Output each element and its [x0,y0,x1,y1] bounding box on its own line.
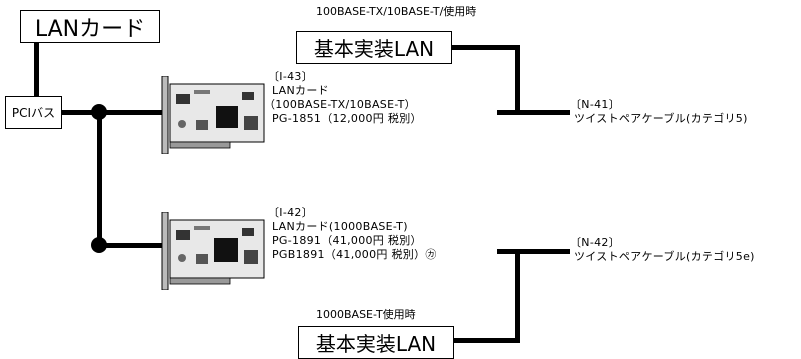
connector-stdlan-bottom-vertical [515,249,520,343]
connector-stdlan-bottom-horizontal [454,338,520,343]
cable41-name: ツイストペアケーブル(カテゴリ5) [574,112,748,125]
stdlan-bottom-note: 1000BASE-T使用時 [316,308,416,321]
lan-card-image-42 [161,212,265,290]
connector-bus-to-card42 [97,243,164,248]
card43-spec: （100BASE-TX/10BASE-T） [264,98,416,111]
cable42-name: ツイストペアケーブル(カテゴリ5e) [574,250,755,263]
connector-bus-vertical [97,110,102,246]
connector-top-box-to-bus [34,43,39,96]
stdlan-bottom-box: 基本実装LAN [298,326,454,359]
connector-stdlan-top-vertical [515,45,520,115]
cable41-code: 〔N-41〕 [570,98,620,111]
cable42-code: 〔N-42〕 [570,236,620,249]
lan-card-image-43 [161,76,265,154]
pci-bus-box: PCIバス [5,96,62,129]
lan-card-box: LANカード [20,10,160,43]
connector-card43-to-cable41 [497,110,570,115]
stdlan-top-label: 基本実装LAN [313,37,435,61]
pci-bus-box-label: PCIバス [11,106,56,120]
connector-card42-to-cable42 [497,249,570,254]
stdlan-bottom-label: 基本実装LAN [315,332,437,356]
lan-card-box-label: LANカード [34,16,146,42]
stdlan-top-note: 100BASE-TX/10BASE-T/使用時 [316,5,477,18]
junction-dot-lower [91,237,107,253]
card42-model2: PGB1891（41,000円 税別）㋕ [272,248,437,261]
junction-dot-upper [91,104,107,120]
connector-bus-to-card43 [62,110,164,115]
card42-code: 〔I-42〕 [268,206,314,219]
card42-name-spec: LANカード(1000BASE-T) [272,220,408,233]
card42-model1: PG-1891（41,000円 税別） [272,234,422,247]
card43-code: 〔I-43〕 [268,70,314,83]
connector-stdlan-top-horizontal [452,45,520,50]
stdlan-top-box: 基本実装LAN [296,31,452,64]
card43-name: LANカード [272,84,329,97]
card43-model: PG-1851（12,000円 税別） [272,112,422,125]
